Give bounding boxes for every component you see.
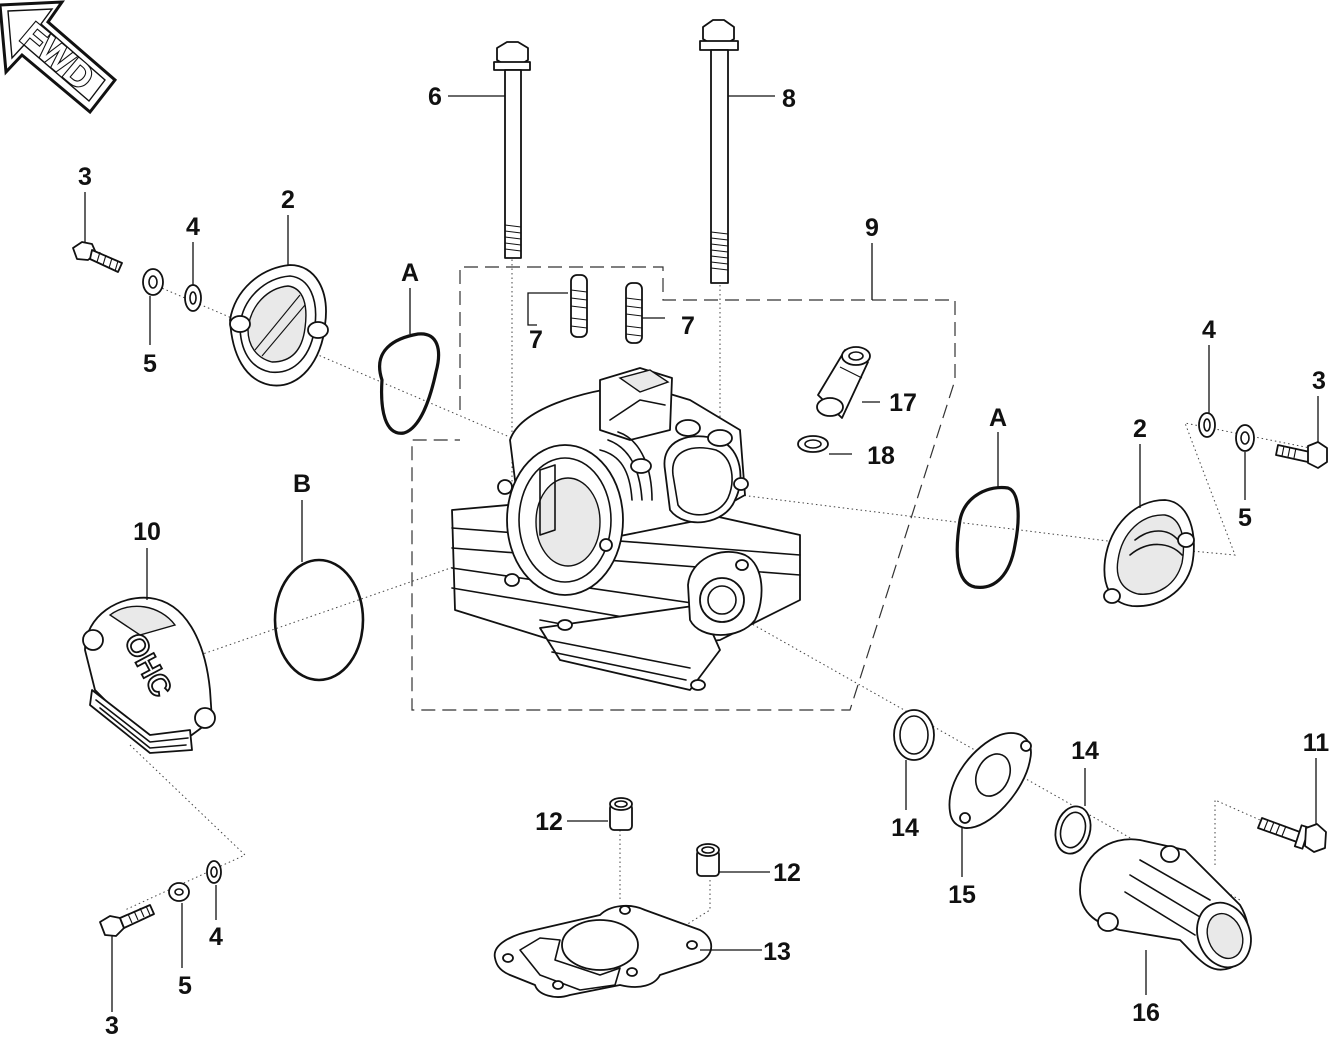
callout-6: 6: [428, 83, 442, 111]
o-ring-A-right: [955, 485, 1020, 589]
callout-7-left: 7: [529, 326, 543, 354]
head-gasket-13: [493, 904, 713, 998]
washer-5-topleft: [142, 268, 164, 296]
callout-labels: 3 2 4 5 A 6 8 9 7 7 17 18 A 2 4 3 5 B 10…: [78, 83, 1329, 1037]
callout-12-right: 12: [773, 859, 801, 887]
gasket-14-right: [1054, 805, 1092, 855]
washer-4-bottom: [206, 860, 222, 884]
washer-5-right: [1235, 424, 1255, 452]
callout-11: 11: [1303, 729, 1330, 757]
callout-12-top: 12: [535, 808, 563, 836]
callout-5-right: 5: [1238, 504, 1252, 532]
o-ring-A-left: [378, 332, 441, 435]
callout-5-topleft: 5: [143, 350, 157, 378]
washer-5-bottom: [168, 882, 190, 902]
callout-4-bottom: 4: [209, 923, 223, 951]
callout-17: 17: [889, 389, 917, 417]
callout-14-right: 14: [1071, 737, 1099, 765]
side-cover-2-right: [1103, 499, 1195, 607]
callout-8: 8: [782, 85, 796, 113]
callout-15: 15: [948, 881, 976, 909]
bolt-3-right: [1275, 441, 1328, 469]
ohc-cover-10: OHC: [82, 596, 216, 754]
leader-lines: [84, 95, 1319, 1012]
washer-4-topleft: [184, 284, 202, 312]
callout-4-topleft: 4: [186, 213, 200, 241]
gasket-14-left: [893, 709, 935, 761]
bolt-3-topleft: [72, 241, 123, 273]
callout-2-topleft: 2: [281, 186, 295, 214]
callout-14-left: 14: [891, 814, 919, 842]
fitting-17: [816, 346, 871, 419]
callout-7-right: 7: [681, 312, 695, 340]
callout-5-bottom: 5: [178, 972, 192, 1000]
cylinder-head-assembly-outline: [411, 266, 956, 711]
callout-16: 16: [1132, 999, 1160, 1027]
bolt-3-bottom: [99, 904, 155, 937]
callout-18: 18: [867, 442, 895, 470]
callout-4-right: 4: [1202, 316, 1216, 344]
callout-A-right: A: [989, 404, 1007, 432]
callout-3-topleft: 3: [78, 163, 92, 191]
washer-18: [797, 435, 829, 453]
callout-10: 10: [133, 518, 161, 546]
callout-2-right: 2: [1133, 415, 1147, 443]
callout-3-right: 3: [1312, 367, 1326, 395]
bolt-6: [493, 41, 531, 259]
bolt-11: [1257, 817, 1327, 853]
side-cover-2-left: [229, 264, 329, 387]
callout-9: 9: [865, 214, 879, 242]
dowel-12-right: [696, 843, 720, 877]
bolt-8: [699, 19, 739, 284]
cylinder-head: [451, 367, 801, 691]
callout-B: B: [293, 470, 311, 498]
o-ring-B: [273, 558, 365, 682]
dowel-12-top: [609, 797, 633, 831]
spacer-15: [948, 732, 1032, 829]
callout-13: 13: [763, 938, 791, 966]
stud-7-right: [625, 282, 643, 344]
washer-4-right: [1198, 412, 1216, 438]
intake-manifold-16: [1079, 838, 1252, 971]
callout-3-bottom: 3: [105, 1012, 119, 1037]
stud-7-left: [570, 274, 588, 338]
fwd-arrow-icon: FWD: [0, 0, 118, 115]
callout-A-left: A: [401, 259, 419, 287]
